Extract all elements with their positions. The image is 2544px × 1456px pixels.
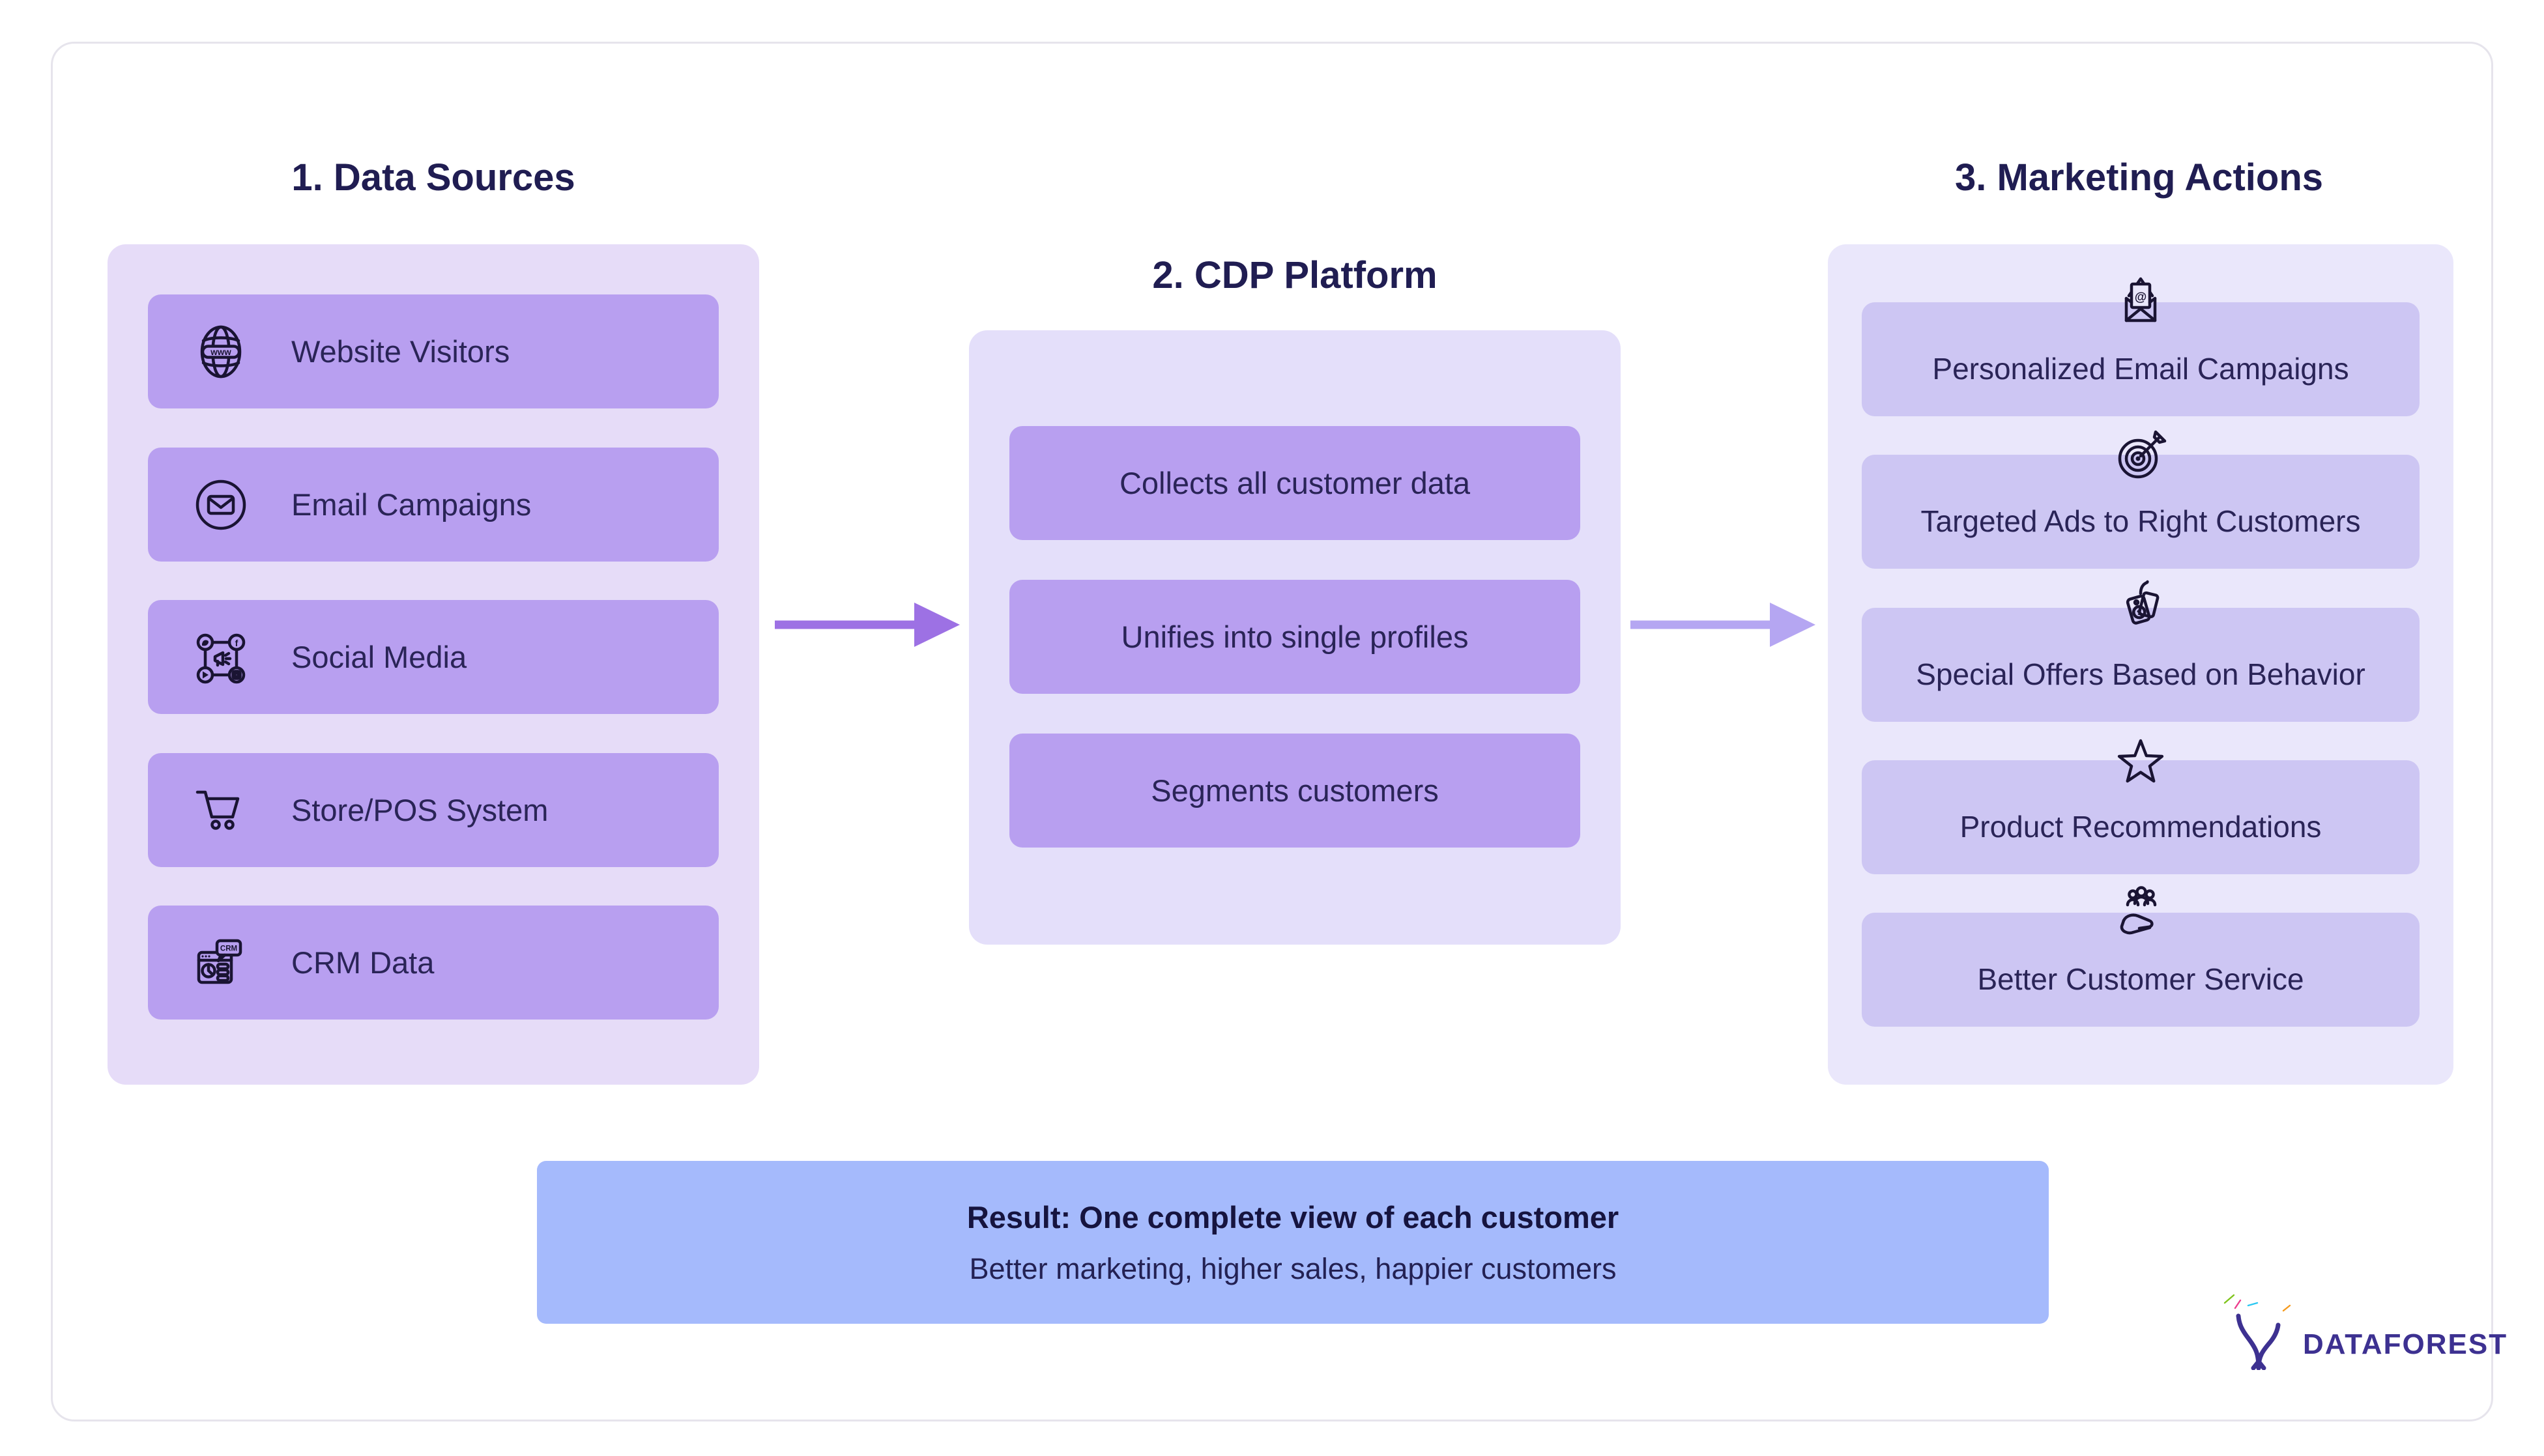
social-media-icon: f (196, 633, 246, 683)
platform-item-label: Unifies into single profiles (1121, 620, 1469, 654)
action-item-personalized-email: @ Personalized Email Campaigns (1862, 277, 2420, 416)
marketing-actions-heading: 3. Marketing Actions (1954, 156, 2324, 199)
flow-arrow-platform-to-actions (1630, 603, 1815, 647)
crm-glyph: CRM (220, 945, 237, 952)
target-dart-icon (2118, 430, 2167, 479)
price-tags-icon: $ (2126, 580, 2160, 625)
cdp-platform-panel: Collects all customer data Unifies into … (969, 330, 1621, 945)
platform-item-label: Segments customers (1151, 773, 1439, 808)
star-icon (2117, 739, 2164, 783)
result-banner: Result: One complete view of each custom… (537, 1161, 2049, 1324)
action-item-special-offers: $ Special Offers Based on Behavior (1862, 580, 2420, 722)
result-title: Result: One complete view of each custom… (966, 1199, 1619, 1235)
source-item-crm-data: CRM CRM Data (148, 906, 719, 1020)
cdp-platform-heading: 2. CDP Platform (1152, 254, 1438, 296)
platform-item-label: Collects all customer data (1119, 466, 1471, 500)
platform-item-unifies: Unifies into single profiles (1009, 580, 1580, 694)
platform-item-segments: Segments customers (1009, 734, 1580, 848)
dataforest-logo: DATAFOREST (2216, 1289, 2508, 1370)
open-email-at-icon: @ (2124, 277, 2157, 322)
dataforest-tree-icon (2223, 1294, 2291, 1370)
data-sources-panel: www Website Visitors Email Campaigns f (108, 244, 759, 1085)
www-glyph: www (210, 347, 231, 357)
facebook-glyph: f (235, 638, 238, 648)
customer-care-icon (2120, 886, 2157, 935)
marketing-actions-panel: @ Personalized Email Campaigns Targeted … (1828, 244, 2453, 1085)
at-glyph: @ (2135, 291, 2147, 304)
action-item-label: Special Offers Based on Behavior (1916, 657, 2365, 691)
action-item-label: Better Customer Service (1977, 962, 2304, 996)
source-item-social-media: f Social Media (148, 600, 719, 714)
dataforest-logo-text: DATAFOREST (2303, 1328, 2508, 1360)
action-item-label: Product Recommendations (1959, 809, 2322, 844)
action-item-label: Targeted Ads to Right Customers (1920, 504, 2361, 538)
crm-window-icon: CRM (197, 939, 242, 984)
action-item-customer-service: Better Customer Service (1862, 886, 2420, 1027)
dollar-glyph: $ (2136, 607, 2143, 617)
action-item-product-recommendations: Product Recommendations (1862, 739, 2420, 874)
source-item-label: Store/POS System (291, 793, 549, 827)
source-item-label: CRM Data (291, 945, 435, 980)
action-item-label: Personalized Email Campaigns (1932, 351, 2349, 386)
platform-item-collects: Collects all customer data (1009, 426, 1580, 540)
data-sources-heading: 1. Data Sources (291, 156, 575, 199)
source-item-website-visitors: www Website Visitors (148, 294, 719, 408)
result-subtitle: Better marketing, higher sales, happier … (969, 1251, 1617, 1285)
action-item-targeted-ads: Targeted Ads to Right Customers (1862, 430, 2420, 569)
source-item-label: Website Visitors (291, 334, 510, 369)
globe-www-icon: www (200, 325, 242, 378)
source-item-label: Social Media (291, 640, 467, 674)
envelope-circle-icon (195, 479, 246, 530)
shopping-cart-icon (195, 790, 240, 830)
source-item-email-campaigns: Email Campaigns (148, 448, 719, 562)
source-item-store-pos: Store/POS System (148, 753, 719, 867)
flow-arrow-sources-to-platform (775, 603, 960, 647)
source-item-label: Email Campaigns (291, 487, 532, 522)
